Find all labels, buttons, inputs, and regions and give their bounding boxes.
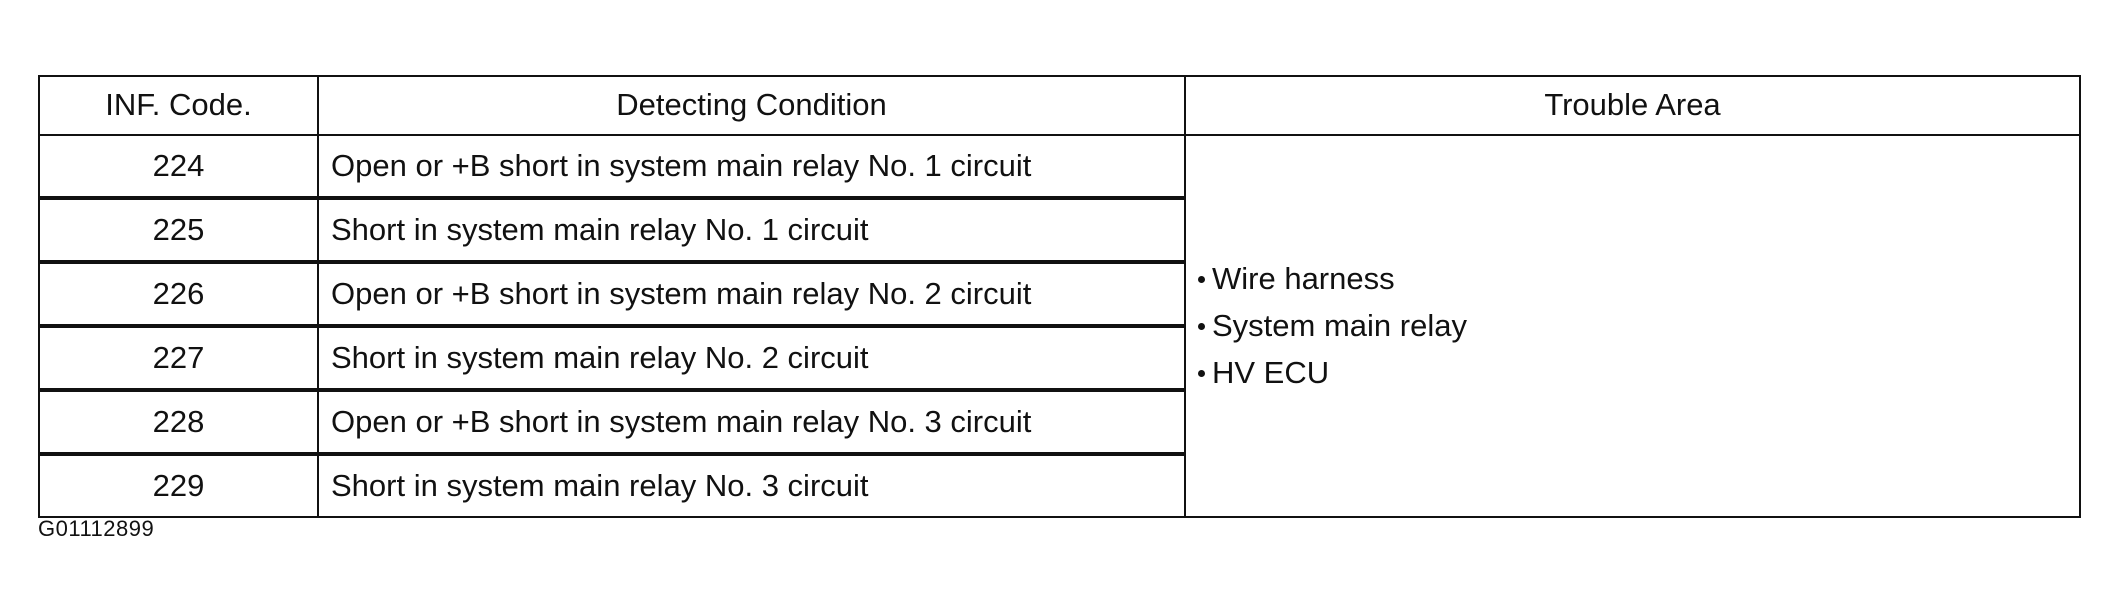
bullet-icon [1198, 275, 1205, 283]
figure-id: G01112899 [38, 516, 155, 541]
table-row: 227 Short in system main relay No. 2 cir… [38, 324, 2080, 391]
detecting-condition-cell: Open or +B short in system main relay No… [317, 134, 1186, 199]
detecting-condition-cell: Short in system main relay No. 2 circuit [317, 324, 1186, 391]
table-row: 229 Short in system main relay No. 3 cir… [38, 452, 2080, 518]
trouble-area-label: System main relay [1212, 307, 1467, 343]
inf-code-cell: 224 [38, 134, 319, 199]
inf-code-table: INF. Code. Detecting Condition Trouble A… [38, 75, 2081, 518]
inf-code-cell: 229 [38, 452, 319, 518]
trouble-area-cell: Wire harness System main relay HV ECU [1184, 134, 2081, 518]
trouble-area-label: HV ECU [1212, 354, 1330, 390]
trouble-area-list: Wire harness System main relay HV ECU [1198, 256, 2079, 397]
bullet-icon [1198, 322, 1205, 330]
table-row: 226 Open or +B short in system main rela… [38, 260, 2080, 327]
detecting-condition-cell: Short in system main relay No. 3 circuit [317, 452, 1186, 518]
table-row: 224 Open or +B short in system main rela… [38, 134, 2081, 518]
table-header-row: INF. Code. Detecting Condition Trouble A… [38, 75, 2081, 136]
header-trouble-area: Trouble Area [1184, 75, 2081, 136]
inf-code-cell: 227 [38, 324, 319, 391]
inf-code-cell: 226 [38, 260, 319, 327]
trouble-area-item: Wire harness [1198, 256, 2079, 303]
trouble-area-label: Wire harness [1212, 260, 1395, 296]
detecting-condition-cell: Short in system main relay No. 1 circuit [317, 196, 1186, 263]
table-row: 228 Open or +B short in system main rela… [38, 388, 2080, 455]
header-inf-code: INF. Code. [38, 75, 319, 136]
bullet-icon [1198, 369, 1205, 377]
table-row: 225 Short in system main relay No. 1 cir… [38, 196, 2080, 263]
trouble-area-item: System main relay [1198, 303, 2079, 350]
inf-code-cell: 225 [38, 196, 319, 263]
detecting-condition-cell: Open or +B short in system main relay No… [317, 260, 1186, 327]
trouble-area-item: HV ECU [1198, 350, 2079, 397]
header-detecting-condition: Detecting Condition [317, 75, 1186, 136]
detecting-condition-cell: Open or +B short in system main relay No… [317, 388, 1186, 455]
inf-code-cell: 228 [38, 388, 319, 455]
